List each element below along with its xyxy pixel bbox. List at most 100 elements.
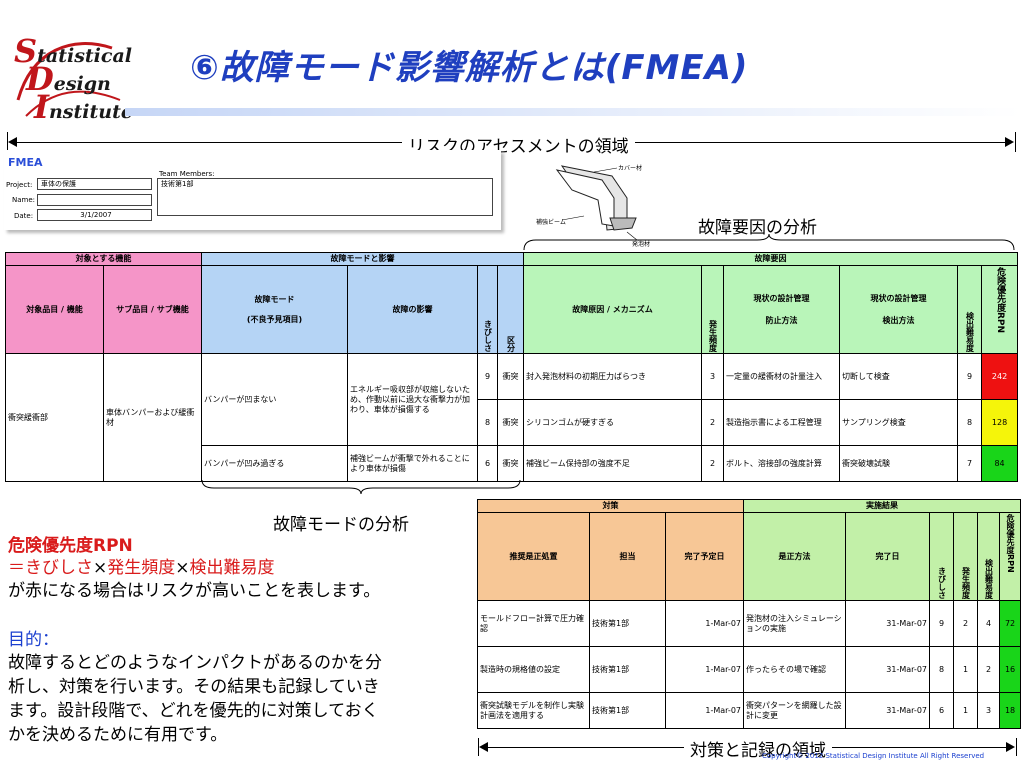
hdr-effect: 故障の影響 xyxy=(347,265,479,354)
hdr-a-detection: 検出難易度 xyxy=(977,512,1000,601)
table-row: 衝突緩衝部 車体バンパーおよび緩衝材 バンパーが凹まない エネルギー吸収部が収縮… xyxy=(5,353,1019,482)
team-field: 技術第1部 xyxy=(157,178,493,216)
table-row: 衝突試験モデルを制作し実験計画法を適用する 技術第1部 1-Mar-07 衝突パ… xyxy=(477,692,1021,729)
a-sev-cell: 9 xyxy=(929,600,954,647)
hdr-taken: 是正方法 xyxy=(743,512,846,601)
logo-cap-d: D xyxy=(26,60,54,98)
date-field: 3/1/2007 xyxy=(37,209,152,221)
cls-cell: 衝突 xyxy=(497,399,525,446)
purpose-line-3: ます。設計段階で、どれを優先的に対策しておく xyxy=(8,701,379,721)
detect-cell: 切断して検査 xyxy=(839,353,959,400)
group-mode: 故障モードと影響 xyxy=(201,252,525,266)
det-cell: 9 xyxy=(957,353,983,400)
a-occ-cell: 1 xyxy=(953,692,978,729)
group-action: 対策 xyxy=(477,499,744,513)
rpn-cell: 84 xyxy=(981,445,1019,482)
hdr-severity: きびしさ xyxy=(477,265,499,354)
mode-cell: バンパーが凹まない xyxy=(201,353,349,446)
mode-cell: バンパーが凹み過ぎる xyxy=(201,445,349,482)
hdr-class-text: 区分 xyxy=(506,336,516,352)
purpose-line-4: かを決めるために有用です。 xyxy=(8,725,228,745)
recommended-cell: 製造時の規格値の設定 xyxy=(477,646,590,693)
hdr-mode-text: 故障モード xyxy=(254,294,295,304)
owner-cell: 技術第1部 xyxy=(589,600,666,647)
hdr-prevent-text: 現状の設計管理 xyxy=(753,293,810,303)
logo-line-1: Statistical xyxy=(14,32,132,70)
hdr-cause: 故障原因 / メカニズム xyxy=(523,265,703,354)
action-arrow-left-icon xyxy=(479,742,488,752)
formula-eq: ＝ xyxy=(8,558,25,578)
detect-cell: 衝突破壊試験 xyxy=(839,445,959,482)
done-cell: 31-Mar-07 xyxy=(845,692,930,729)
a-det-cell: 2 xyxy=(977,646,1000,693)
name-label: Name: xyxy=(12,196,36,204)
action-arrow-tick-right xyxy=(1016,738,1017,756)
effect-cell: 補強ビームが衝撃で外れることにより車体が損傷 xyxy=(347,445,479,482)
project-label: Project: xyxy=(6,181,33,189)
due-cell: 1-Mar-07 xyxy=(665,692,744,729)
hdr-detection-text: 検出難易度 xyxy=(965,312,975,352)
action-area-label: 対策と記録の領域 xyxy=(684,736,832,761)
name-field xyxy=(37,194,152,206)
owner-cell: 技術第1部 xyxy=(589,646,666,693)
table-row: 製造時の規格値の設定 技術第1部 1-Mar-07 作ったらその場で確認 31-… xyxy=(477,646,1021,693)
group-cause: 故障要因 xyxy=(523,252,1019,266)
hdr-a-rpn-text: 危険優先度RPN xyxy=(1006,514,1016,573)
a-sev-cell: 6 xyxy=(929,692,954,729)
action-table: 対策 実施結果 推奨是正処置 担当 完了予定日 是正方法 完了日 きびしさ 発生… xyxy=(477,499,1021,729)
hdr-a-occurrence-text: 発生頻度 xyxy=(961,567,971,599)
recommended-cell: 衝突試験モデルを制作し実験計画法を適用する xyxy=(477,692,590,729)
logo-word-2: esign xyxy=(53,73,111,95)
hdr-owner: 担当 xyxy=(589,512,666,601)
foam-label: 発泡材 xyxy=(632,240,650,248)
hdr-a-occurrence: 発生頻度 xyxy=(953,512,978,601)
project-field: 車体の保護 xyxy=(37,178,152,190)
a-det-cell: 3 xyxy=(977,692,1000,729)
fmea-header-box: FMEA Project: 車体の保護 Name: Date: 3/1/2007… xyxy=(4,150,501,230)
copyright: Copyright© 2012 Statistical Design Insti… xyxy=(762,752,985,760)
hdr-mode: 故障モード(不良予見項目) xyxy=(201,265,349,354)
a-sev-cell: 8 xyxy=(929,646,954,693)
logo-word-3: nstitute xyxy=(48,101,133,123)
occ-cell: 2 xyxy=(701,445,725,482)
slide-title: ⑥故障モード影響解析とは(FMEA) xyxy=(190,48,749,88)
mode-bracket-icon xyxy=(201,479,521,495)
due-cell: 1-Mar-07 xyxy=(665,600,744,647)
mode-analysis-label: 故障モードの分析 xyxy=(273,510,409,535)
logo-cap-i: I xyxy=(34,88,49,126)
rpn-heading: 危険優先度RPN xyxy=(8,536,133,556)
due-cell: 1-Mar-07 xyxy=(665,646,744,693)
hdr-a-severity: きびしさ xyxy=(929,512,954,601)
a-occ-cell: 1 xyxy=(953,646,978,693)
hdr-sub: サブ品目 / サブ機能 xyxy=(102,265,203,354)
prevent-cell: 製造指示書による工程管理 xyxy=(723,399,841,446)
done-cell: 31-Mar-07 xyxy=(845,646,930,693)
sev-cell: 8 xyxy=(477,399,499,446)
hdr-item: 対象品目 / 機能 xyxy=(5,265,104,354)
hdr-severity-text: きびしさ xyxy=(483,320,493,352)
hdr-class: 区分 xyxy=(497,265,525,354)
purpose-heading: 目的： xyxy=(8,630,59,650)
effect-cell: エネルギー吸収部が収縮しないため、作動以前に過大な衝撃力が加わり、車体が損傷する xyxy=(347,353,479,446)
formula-times-1: × xyxy=(93,558,108,578)
detect-cell: サンプリング検査 xyxy=(839,399,959,446)
item-cell: 衝突緩衝部 xyxy=(5,353,104,482)
formula-detection: 検出難易度 xyxy=(189,558,275,578)
rpn-cell: 128 xyxy=(981,399,1019,446)
done-cell: 31-Mar-07 xyxy=(845,600,930,647)
logo-word-1: tatistical xyxy=(37,45,132,67)
a-occ-cell: 2 xyxy=(953,600,978,647)
group-result: 実施結果 xyxy=(742,499,1021,513)
table-row: バンパーが凹み過ぎる 補強ビームが衝撃で外れることにより車体が損傷 6 衝突 補… xyxy=(6,445,1019,482)
date-label: Date: xyxy=(14,212,34,220)
hdr-detect-text: 現状の設計管理 xyxy=(870,293,927,303)
rpn-note: が赤になる場合はリスクが高いことを表します。 xyxy=(8,581,381,601)
det-cell: 7 xyxy=(957,445,983,482)
recommended-cell: モールドフロー計算で圧力確認 xyxy=(477,600,590,647)
logo-cap-s: S xyxy=(14,32,38,70)
bumper-diagram: カバー材 補強ビーム 発泡材 xyxy=(536,164,650,248)
formula-occurrence: 発生頻度 xyxy=(107,558,176,578)
logo-line-3: Institute xyxy=(34,88,133,126)
hdr-a-severity-text: きびしさ xyxy=(937,567,947,599)
hdr-occurrence-text: 発生頻度 xyxy=(708,320,718,352)
